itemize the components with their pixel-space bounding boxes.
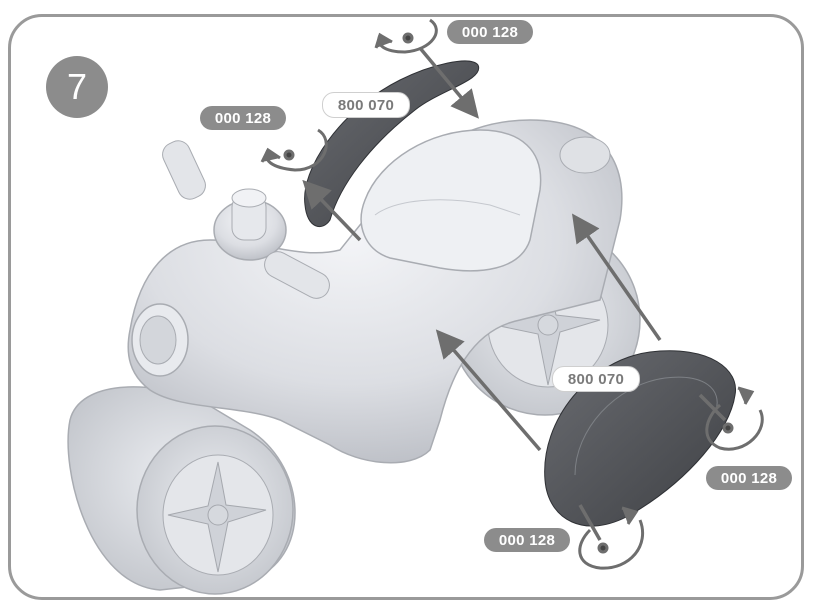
handlebar bbox=[162, 140, 330, 299]
screw-top-icon bbox=[374, 18, 438, 54]
screw-right-icon bbox=[705, 386, 764, 451]
part-label-screw-left: 000 128 bbox=[200, 106, 286, 130]
screw-left-icon bbox=[260, 128, 328, 172]
front-wheel bbox=[67, 386, 296, 595]
part-label-cover-right: 800 070 bbox=[552, 366, 640, 392]
part-label-screw-right: 000 128 bbox=[706, 466, 792, 490]
step-number-badge: 7 bbox=[46, 56, 108, 118]
screw-bottom-icon bbox=[578, 506, 645, 570]
part-label-cover-top: 800 070 bbox=[322, 92, 410, 118]
part-label-screw-top: 000 128 bbox=[447, 20, 533, 44]
part-label-screw-bottom: 000 128 bbox=[484, 528, 570, 552]
assembly-arrows bbox=[302, 46, 727, 541]
step-number: 7 bbox=[66, 66, 88, 107]
